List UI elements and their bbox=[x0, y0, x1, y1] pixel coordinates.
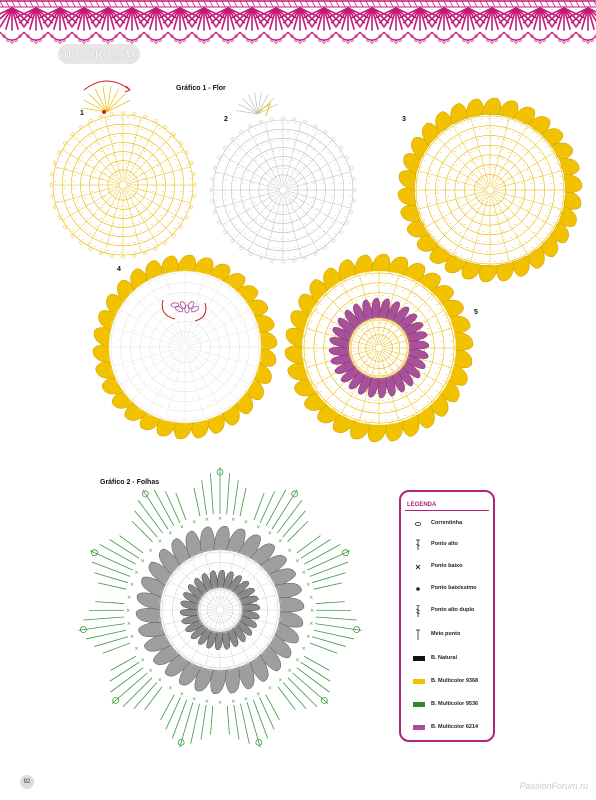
svg-text:×: × bbox=[288, 548, 292, 554]
svg-text:×: × bbox=[244, 520, 248, 526]
flower-diagram-step-1 bbox=[49, 111, 197, 259]
svg-text:×: × bbox=[148, 548, 152, 554]
legend-divider bbox=[405, 510, 489, 511]
legend-item-treble-crochet: Ponto alto duplo bbox=[401, 605, 497, 617]
step-number-4: 4 bbox=[117, 266, 121, 273]
svg-text:×: × bbox=[127, 595, 131, 601]
double-crochet-icon bbox=[416, 539, 420, 550]
svg-text:×: × bbox=[218, 700, 222, 706]
chain-icon bbox=[415, 522, 421, 527]
svg-text:×: × bbox=[180, 524, 184, 530]
color-swatch bbox=[413, 725, 425, 730]
svg-text:×: × bbox=[134, 646, 138, 652]
step-number-5: 5 bbox=[474, 309, 478, 316]
svg-text:×: × bbox=[306, 582, 310, 588]
svg-text:×: × bbox=[168, 531, 172, 537]
svg-text:×: × bbox=[192, 696, 196, 702]
svg-text:×: × bbox=[309, 595, 313, 601]
svg-text:×: × bbox=[288, 668, 292, 674]
color-swatch bbox=[413, 702, 425, 707]
treble-crochet-icon bbox=[416, 605, 420, 617]
svg-text:×: × bbox=[310, 608, 314, 614]
legend-item-natural: B. Natural bbox=[401, 653, 497, 665]
chart1-title: Gráfico 1 - Flor bbox=[176, 85, 226, 92]
svg-text:×: × bbox=[302, 646, 306, 652]
svg-text:×: × bbox=[256, 524, 260, 530]
legend-item-single-crochet: Ponto baixo bbox=[401, 561, 497, 573]
legend-item-multicolor-6214: B. Multicolor 6214 bbox=[401, 722, 497, 734]
svg-text:×: × bbox=[268, 531, 272, 537]
svg-text:×: × bbox=[130, 582, 134, 588]
flower-start-fan bbox=[81, 80, 131, 114]
page-number: 92 bbox=[20, 775, 34, 789]
svg-text:×: × bbox=[231, 699, 235, 705]
section-tag: DECORAÇÃO bbox=[58, 44, 141, 64]
slip-stitch-icon bbox=[416, 587, 420, 591]
svg-text:×: × bbox=[302, 570, 306, 576]
svg-text:×: × bbox=[158, 678, 162, 684]
svg-text:×: × bbox=[256, 692, 260, 698]
svg-text:×: × bbox=[126, 608, 130, 614]
svg-text:×: × bbox=[309, 621, 313, 627]
legend-title: LEGENDA bbox=[407, 502, 437, 508]
svg-text:×: × bbox=[180, 692, 184, 698]
flower-diagram-step-5 bbox=[284, 253, 474, 443]
svg-text:×: × bbox=[148, 668, 152, 674]
legend-item-slip-stitch: Ponto baixíssimo bbox=[401, 583, 497, 595]
leaves-diagram: ××××××××××××××××××××××××××××××××××××××××… bbox=[78, 467, 362, 748]
color-swatch bbox=[413, 679, 425, 684]
svg-text:×: × bbox=[306, 634, 310, 640]
single-crochet-icon bbox=[415, 564, 421, 570]
svg-text:×: × bbox=[278, 678, 282, 684]
svg-text:×: × bbox=[130, 634, 134, 640]
svg-text:×: × bbox=[295, 658, 299, 664]
svg-text:×: × bbox=[141, 658, 145, 664]
legend-box: LEGENDA Correntinha Ponto alto Ponto bai… bbox=[399, 490, 495, 742]
svg-text:×: × bbox=[168, 685, 172, 691]
flower-diagram-step-4 bbox=[92, 254, 278, 440]
flower-diagram-step-2 bbox=[209, 116, 357, 264]
step-number-2: 2 bbox=[224, 116, 228, 123]
watermark: PassionForum.ru bbox=[519, 781, 588, 791]
legend-item-multicolor-9368: B. Multicolor 9368 bbox=[401, 676, 497, 688]
svg-text:×: × bbox=[278, 538, 282, 544]
svg-text:×: × bbox=[218, 516, 222, 522]
flower-diagram-step-3 bbox=[397, 97, 583, 283]
svg-text:×: × bbox=[205, 699, 209, 705]
flower-start-fan-grey bbox=[236, 92, 278, 117]
svg-text:×: × bbox=[158, 538, 162, 544]
legend-item-half-double-crochet: Meio ponto bbox=[401, 629, 497, 641]
svg-text:×: × bbox=[205, 517, 209, 523]
svg-text:×: × bbox=[244, 696, 248, 702]
color-swatch bbox=[413, 656, 425, 661]
svg-text:×: × bbox=[192, 520, 196, 526]
svg-text:×: × bbox=[141, 558, 145, 564]
half-double-crochet-icon bbox=[416, 629, 420, 640]
legend-item-multicolor-9536: B. Multicolor 9536 bbox=[401, 699, 497, 711]
svg-text:×: × bbox=[268, 685, 272, 691]
svg-text:×: × bbox=[134, 570, 138, 576]
legend-item-double-crochet: Ponto alto bbox=[401, 539, 497, 551]
step-number-1: 1 bbox=[80, 110, 84, 117]
chart2-title: Gráfico 2 - Folhas bbox=[100, 479, 160, 486]
svg-text:×: × bbox=[295, 558, 299, 564]
svg-text:×: × bbox=[231, 517, 235, 523]
decorative-crochet-border bbox=[0, 0, 596, 44]
legend-item-chain: Correntinha bbox=[401, 518, 497, 530]
step-number-3: 3 bbox=[402, 116, 406, 123]
svg-text:×: × bbox=[127, 621, 131, 627]
